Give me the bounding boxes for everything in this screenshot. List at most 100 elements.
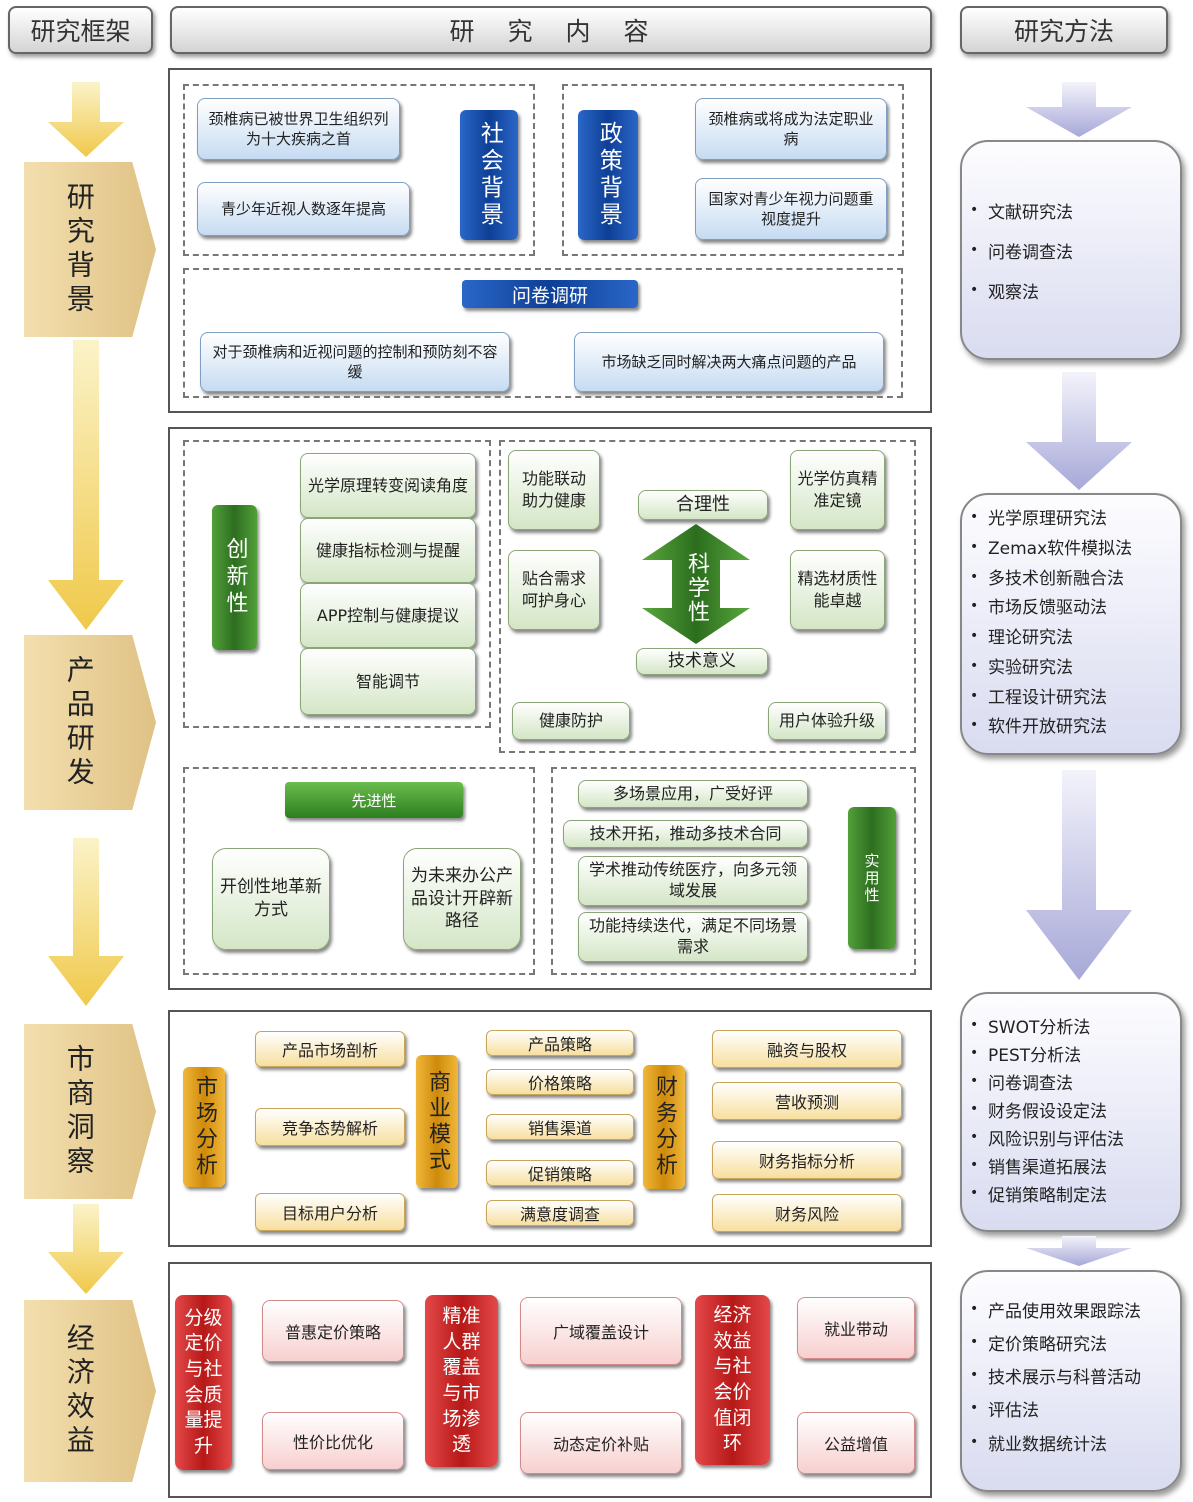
content-header: 研 究 内 容 [170, 6, 932, 54]
business-model-item-text: 促销策略 [527, 1165, 592, 1184]
economic-item-text: 公益增值 [823, 1435, 888, 1454]
science-bottom-text: 健康防护 [538, 711, 603, 731]
innovation-item: 健康指标检测与提醒 [300, 518, 476, 583]
advanced-item: 为未来办公产品设计开辟新路径 [403, 848, 521, 950]
economic-group-label: 精准人群覆盖与市场渗透 [425, 1295, 498, 1467]
market-analysis-item-text: 竞争态势解析 [281, 1119, 378, 1138]
finance-item: 财务指标分析 [712, 1141, 902, 1179]
social-group [183, 84, 535, 256]
business-model-item-text: 销售渠道 [527, 1119, 592, 1138]
business-model-item: 销售渠道 [486, 1114, 634, 1140]
science-right-item: 精选材质性能卓越 [790, 550, 885, 630]
policy-item-text: 国家对青少年视力问题重视度提升 [708, 189, 874, 228]
down-arrow-icon [48, 838, 124, 1006]
stage-label: 市商洞察 [62, 1043, 96, 1180]
rationality-label: 合理性 [638, 490, 768, 520]
business-model-label: 商业模式 [416, 1055, 458, 1188]
innovation-group [183, 440, 491, 728]
practical-item-text: 多场景应用，广受好评 [612, 784, 773, 804]
method-item: 多技术创新融合法 [962, 565, 1180, 595]
science-group [499, 440, 916, 753]
down-arrow-icon [48, 1204, 124, 1294]
business-model-item-text: 价格策略 [527, 1074, 592, 1093]
method-item: 实验研究法 [962, 654, 1180, 684]
market-analysis-item-text: 目标用户分析 [281, 1204, 378, 1223]
market-analysis-item: 目标用户分析 [255, 1193, 405, 1231]
methods-box-background: 文献研究法 问卷调查法 观察法 [960, 140, 1182, 360]
advanced-label: 先进性 [285, 782, 463, 818]
innovation-item: APP控制与健康提议 [300, 583, 476, 648]
finance-item-text: 财务指标分析 [758, 1152, 855, 1171]
double-arrow-icon [642, 524, 750, 644]
method-item: 风险识别与评估法 [962, 1126, 1180, 1154]
science-label-text: 科学性 [684, 551, 709, 624]
practical-item-text: 技术开拓，推动多技术合同 [589, 824, 782, 844]
economic-item-text: 动态定价补贴 [552, 1435, 649, 1454]
social-item: 颈椎病已被世界卫生组织列为十大疾病之首 [197, 98, 400, 160]
social-item-text: 颈椎病已被世界卫生组织列为十大疾病之首 [208, 109, 389, 148]
innovation-item-text: 智能调节 [355, 671, 420, 691]
survey-item: 对于颈椎病和近视问题的控制和预防刻不容缓 [200, 332, 510, 392]
policy-group [562, 84, 904, 256]
survey-label-text: 问卷调研 [511, 284, 588, 307]
method-item: 市场反馈驱动法 [962, 594, 1180, 624]
down-arrow-icon [1026, 770, 1132, 980]
business-model-item: 产品策略 [486, 1030, 634, 1056]
market-analysis-text: 市场分析 [192, 1075, 217, 1179]
practical-item: 技术开拓，推动多技术合同 [563, 820, 808, 848]
economic-item-text: 性价比优化 [292, 1433, 373, 1452]
finance-item: 营收预测 [712, 1082, 902, 1120]
science-left-item: 贴合需求呵护身心 [508, 550, 600, 630]
social-background-label: 社会背景 [460, 110, 518, 240]
practical-group [551, 767, 916, 975]
stage-label: 研究背景 [62, 181, 96, 318]
rationality-text: 合理性 [676, 493, 730, 515]
stage-product-development: 产品研发 [24, 635, 156, 810]
method-item: 定价策略研究法 [962, 1329, 1180, 1362]
survey-item: 市场缺乏同时解决两大痛点问题的产品 [574, 332, 884, 392]
method-item: 就业数据统计法 [962, 1429, 1180, 1462]
science-left-item: 功能联动助力健康 [508, 450, 600, 530]
innovation-item-text: 光学原理转变阅读角度 [307, 475, 468, 495]
economic-item-text: 就业带动 [823, 1320, 888, 1339]
tech-significance-text: 技术意义 [668, 650, 736, 671]
policy-item: 国家对青少年视力问题重视度提升 [695, 178, 887, 240]
business-model-text: 商业模式 [425, 1069, 450, 1174]
finance-item-text: 营收预测 [774, 1093, 839, 1112]
advanced-group [183, 767, 535, 975]
economic-item: 普惠定价策略 [262, 1300, 404, 1362]
advanced-label-text: 先进性 [351, 791, 397, 810]
economic-item: 性价比优化 [262, 1412, 404, 1470]
economic-item: 就业带动 [797, 1297, 915, 1359]
economic-group-text: 精准人群覆盖与市场渗透 [442, 1305, 481, 1456]
finance-label: 财务分析 [643, 1065, 685, 1189]
method-item: SWOT分析法 [962, 1014, 1180, 1042]
down-arrow-icon [48, 82, 124, 157]
method-item: 理论研究法 [962, 624, 1180, 654]
innovation-item-text: APP控制与健康提议 [316, 605, 460, 625]
economic-item: 广域覆盖设计 [520, 1297, 682, 1365]
practical-label: 实用性 [848, 807, 896, 949]
science-right-item: 光学仿真精准定镜 [790, 450, 885, 530]
method-item: 软件开放研究法 [962, 713, 1180, 743]
framework-header-label: 研究框架 [30, 17, 131, 46]
policy-background-label: 政策背景 [578, 110, 638, 240]
science-bottom-item: 健康防护 [512, 702, 630, 740]
market-analysis-item: 产品市场剖析 [255, 1031, 405, 1067]
economic-group-text: 分级定价与社会质量提升 [184, 1306, 223, 1457]
stage-label: 经济效益 [62, 1323, 96, 1459]
method-item: 观察法 [962, 274, 1180, 314]
down-arrow-icon [48, 340, 124, 630]
down-arrow-icon [1026, 82, 1132, 137]
survey-item-text: 市场缺乏同时解决两大痛点问题的产品 [601, 352, 857, 371]
science-bottom-item: 用户体验升级 [768, 702, 886, 740]
method-item: Zemax软件模拟法 [962, 535, 1180, 565]
advanced-item-text: 开创性地革新方式 [220, 877, 322, 920]
stage-label: 产品研发 [62, 654, 96, 791]
business-model-item-text: 产品策略 [527, 1035, 592, 1054]
practical-item-text: 功能持续迭代，满足不同场景需求 [588, 916, 797, 956]
practical-item: 功能持续迭代，满足不同场景需求 [578, 912, 808, 962]
method-item: 问卷调查法 [962, 1070, 1180, 1098]
business-model-item: 促销策略 [486, 1160, 634, 1186]
stage-market-insight: 市商洞察 [24, 1024, 156, 1199]
